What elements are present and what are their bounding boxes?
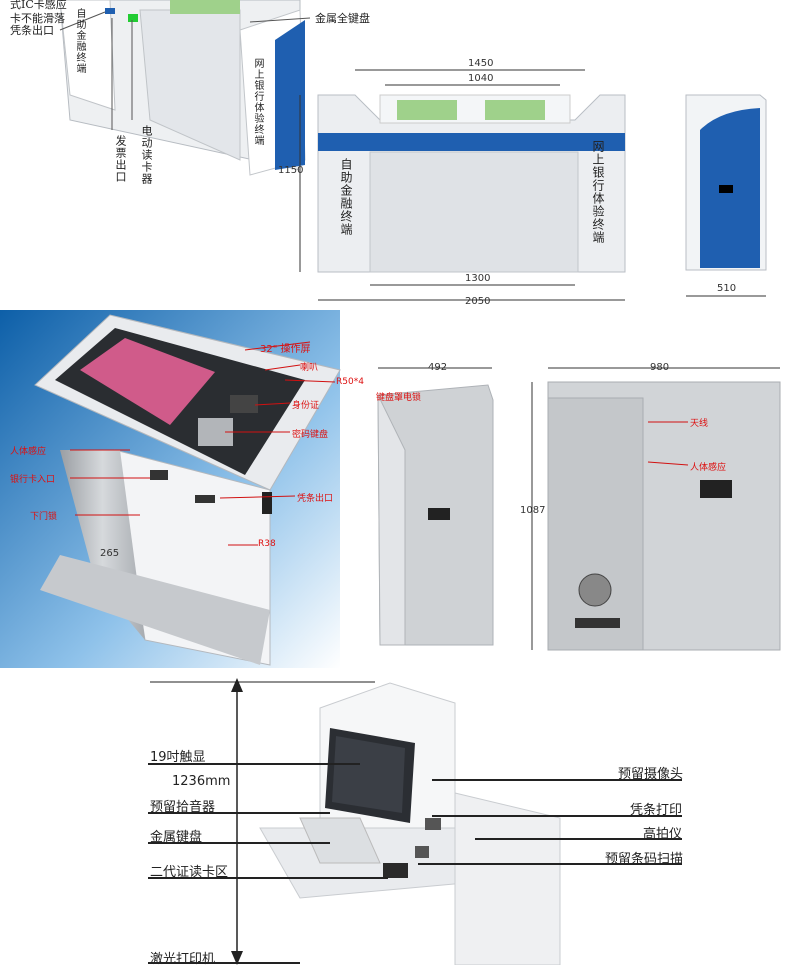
dim-1450: 1450 bbox=[468, 58, 494, 69]
label-kiosk-side-right: 网上银行体验终端 bbox=[252, 58, 263, 146]
callout-human-sensor: 人体感应 bbox=[10, 447, 47, 457]
panel-bottom-features: 19吋触显 1236mm 预留拾音器 金属键盘 二代证读卡区 激光打印机 预留摄… bbox=[0, 668, 790, 965]
dim-1040: 1040 bbox=[468, 73, 494, 84]
dim-265: 265 bbox=[100, 548, 120, 559]
front-text-right: 网上银行体验终端 bbox=[591, 140, 605, 244]
bottom-features-svg bbox=[148, 678, 682, 965]
callout-lower-lock: 下门锁 bbox=[30, 512, 58, 522]
dim-2050: 2050 bbox=[465, 296, 491, 307]
feature-barcode-scanner: 预留条码扫描 bbox=[605, 852, 684, 867]
dim-1150: 1150 bbox=[278, 165, 304, 176]
label-receipt-exit: 凭条出口 bbox=[10, 24, 54, 37]
top-drawings-svg bbox=[59, 0, 767, 301]
feature-height-1236: 1236mm bbox=[172, 774, 231, 789]
feature-receipt-printer: 凭条打印 bbox=[630, 803, 683, 818]
label-ic-card: 式IC卡感应 bbox=[10, 0, 67, 11]
feature-id-reader: 二代证读卡区 bbox=[150, 865, 229, 880]
dim-510: 510 bbox=[717, 283, 737, 294]
feature-microphone: 预留拾音器 bbox=[150, 800, 216, 815]
middle-renders-svg bbox=[0, 310, 781, 668]
dim-1087: 1087 bbox=[520, 505, 546, 516]
callout-speaker: 喇叭 bbox=[300, 363, 319, 373]
feature-laser-printer: 激光打印机 bbox=[150, 952, 216, 965]
feature-camera: 预留摄像头 bbox=[618, 767, 684, 782]
feature-document-camera: 高拍仪 bbox=[643, 827, 683, 842]
dim-1300: 1300 bbox=[465, 273, 491, 284]
callout-pin-pad: 密码键盘 bbox=[292, 430, 329, 440]
callout-human-sensor-2: 人体感应 bbox=[690, 463, 727, 473]
dim-492: 492 bbox=[428, 362, 448, 373]
callout-r50: R50*4 bbox=[336, 377, 364, 387]
panel-top-drawings: 式IC卡感应 卡不能滑落 凭条出口 金属全键盘 发票出口 电动读卡器 自助金融终… bbox=[0, 0, 790, 310]
callout-receipt: 凭条出口 bbox=[297, 494, 334, 504]
feature-metal-keyboard: 金属键盘 bbox=[150, 830, 203, 845]
label-kiosk-side-left: 自助金融终端 bbox=[74, 8, 85, 74]
label-card-slide: 卡不能滑落 bbox=[10, 12, 65, 25]
callout-keyboard-lock: 键盘罩电锁 bbox=[376, 393, 422, 403]
feature-19-inch-touch: 19吋触显 bbox=[150, 750, 206, 765]
callout-screen: 32" 操作屏 bbox=[260, 344, 311, 355]
label-metal-keyboard: 金属全键盘 bbox=[315, 12, 370, 25]
callout-antenna: 天线 bbox=[690, 419, 709, 429]
dim-980: 980 bbox=[650, 362, 670, 373]
callout-id: 身份证 bbox=[292, 401, 320, 411]
callout-r38: R38 bbox=[258, 539, 276, 549]
label-card-reader: 电动读卡器 bbox=[140, 125, 153, 185]
label-invoice-exit: 发票出口 bbox=[114, 135, 127, 183]
panel-middle-renders: 32" 操作屏 喇叭 R50*4 身份证 密码键盘 人体感应 银行卡入口 凭条出… bbox=[0, 310, 790, 668]
front-text-left: 自助金融终端 bbox=[339, 158, 353, 236]
callout-card-in: 银行卡入口 bbox=[10, 475, 56, 485]
